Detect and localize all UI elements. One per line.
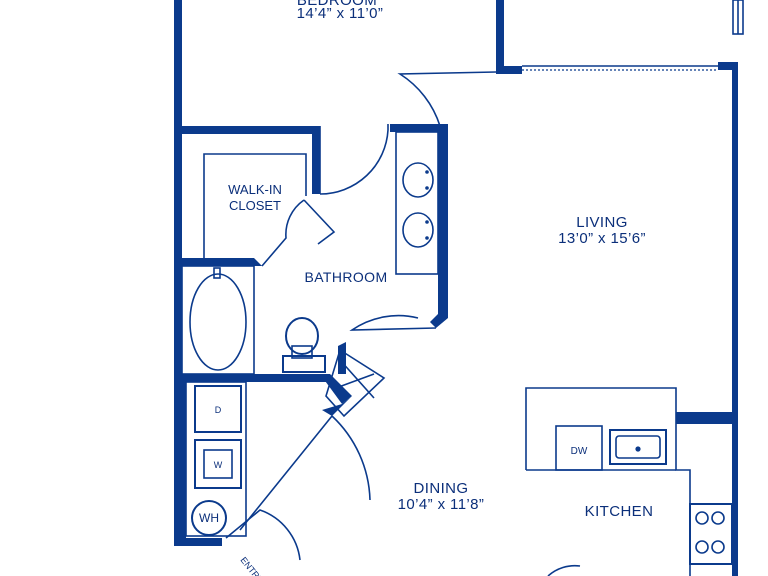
- vanity: [395, 131, 439, 275]
- laundry-left-wall: [178, 374, 186, 544]
- water-heater-label: WH: [199, 511, 219, 525]
- washer-box: [194, 439, 242, 489]
- closet-lower-wall: [178, 258, 262, 266]
- bedroom-name-label: BEDROOM: [297, 0, 377, 9]
- kitchen-fixtures: [525, 387, 733, 576]
- bath-bottom-wall: [178, 374, 328, 382]
- bath-hall-door: [349, 314, 437, 331]
- bath-door: [319, 124, 389, 195]
- tub-faucet: [213, 267, 221, 279]
- entry-label: ENTRY: [238, 555, 265, 576]
- bedroom-door: [397, 71, 497, 127]
- hall-wall-a: [320, 374, 352, 404]
- washer-label: W: [214, 460, 223, 470]
- bedroom-dims-label: 14’4” x 11’0”: [297, 5, 384, 22]
- closet-shelf: [203, 153, 307, 258]
- dining-name-label: DINING: [414, 480, 469, 497]
- bedroom-bottom-wall: [178, 126, 320, 134]
- appliance-labels: D W WH DW: [199, 405, 588, 525]
- tub-basin: [189, 273, 247, 371]
- dryer-box: [194, 385, 242, 433]
- room-labels: BEDROOM 14’4” x 11’0” WALK-IN CLOSET BAT…: [228, 0, 653, 576]
- living-dims-label: 13’0” x 15’6”: [558, 230, 646, 247]
- linen-closet: [325, 348, 386, 418]
- left-exterior-wall: [174, 0, 182, 545]
- bottom-left-wall: [174, 538, 222, 546]
- dryer-label: D: [215, 405, 222, 415]
- toilet-tank: [282, 355, 326, 373]
- bedroom-living-partition: [496, 0, 504, 74]
- bath-right-wall: [430, 124, 448, 328]
- dishwasher-box: [555, 425, 603, 471]
- bathroom-label: BATHROOM: [304, 269, 387, 285]
- laundry-closet: [185, 381, 247, 537]
- windows: [522, 0, 744, 71]
- kitchen-partition: [676, 412, 736, 424]
- closet-label-line1: WALK-IN: [228, 182, 282, 197]
- hall-wall-b: [338, 342, 346, 374]
- toilet-bowl: [285, 317, 319, 355]
- kitchen-label: KITCHEN: [585, 503, 654, 520]
- sink-2: [402, 212, 434, 248]
- closet-right-wall: [312, 126, 320, 194]
- kitchen-sink: [609, 429, 667, 465]
- living-name-label: LIVING: [576, 214, 628, 231]
- doors: [225, 71, 581, 576]
- bath-top-wall: [390, 124, 448, 132]
- washer-door: [203, 449, 233, 479]
- hall-wall-c: [322, 396, 352, 416]
- closet-label-line2: CLOSET: [229, 198, 281, 213]
- dishwasher-label: DW: [571, 446, 588, 457]
- laundry: [185, 381, 247, 537]
- closet-door: [261, 199, 336, 267]
- sink-1: [402, 162, 434, 198]
- kitchen-counter: [525, 387, 691, 576]
- walls: [174, 0, 738, 576]
- partition-stub: [496, 66, 522, 74]
- dining-dims-label: 10’4” x 11’8”: [398, 496, 485, 513]
- entry-door: [239, 415, 371, 531]
- bathtub: [181, 265, 255, 375]
- living-door-bottom: [547, 564, 581, 576]
- right-exterior-wall: [732, 62, 738, 576]
- stove: [689, 503, 733, 565]
- partition-stub-right: [718, 62, 736, 70]
- bath-fixtures: [181, 131, 439, 375]
- closet-fixtures: [203, 153, 386, 418]
- entry-door-2: [225, 509, 301, 561]
- water-heater-circle: [191, 500, 227, 536]
